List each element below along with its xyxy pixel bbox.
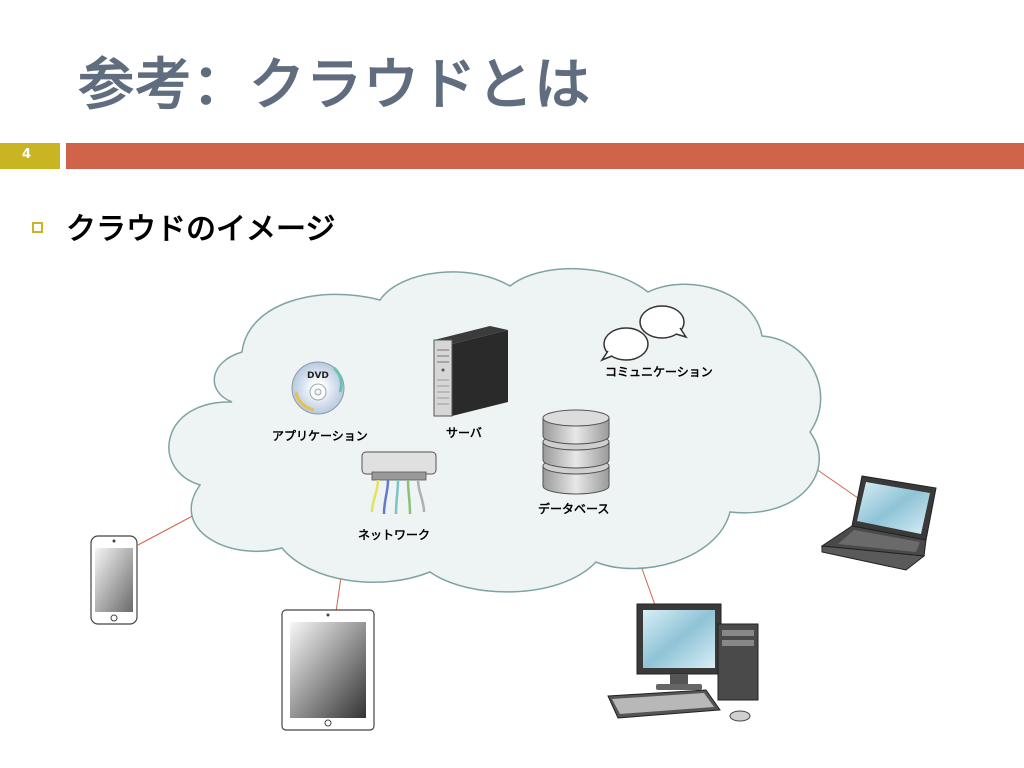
label-database: データベース [538, 501, 609, 516]
title-bar [66, 143, 1024, 169]
database-icon [542, 409, 610, 495]
smartphone-icon [90, 535, 138, 625]
bullet-text: クラウドのイメージ [66, 212, 336, 247]
label-server: サーバ [446, 426, 482, 440]
label-application: アプリケーション [272, 428, 368, 443]
server-icon [433, 326, 508, 417]
page-title: 参考：クラウドとは [78, 53, 591, 118]
tablet-icon [281, 609, 375, 731]
dvd-text: DVD [307, 371, 329, 381]
cloud-shape [168, 267, 822, 593]
connector-phone [137, 511, 201, 546]
dvd-icon: DVD [291, 361, 345, 415]
bullet-square-icon [32, 222, 43, 233]
chat-bubbles-icon [600, 305, 688, 362]
page-number-box: 4 [0, 143, 60, 169]
label-communication: コミュニケーション [605, 365, 713, 379]
label-network: ネットワーク [358, 528, 430, 542]
network-hub-icon [361, 451, 437, 515]
desktop-pc-icon [607, 603, 759, 722]
laptop-icon [820, 475, 937, 571]
page-number: 4 [22, 147, 32, 162]
